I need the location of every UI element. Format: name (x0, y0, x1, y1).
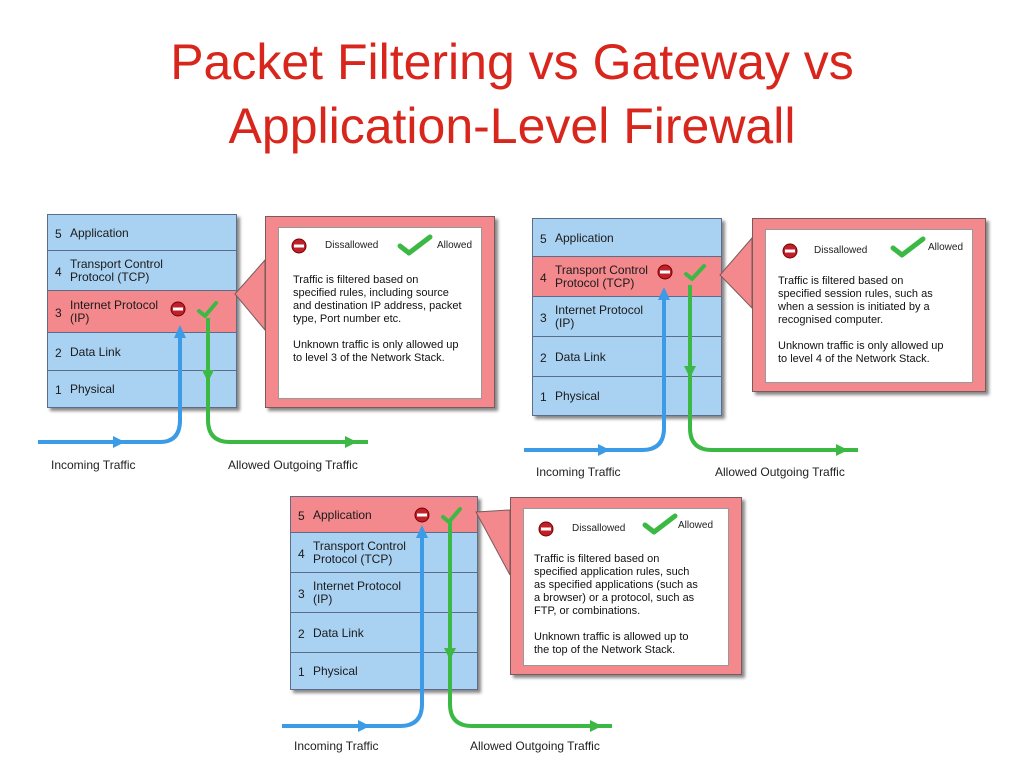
layer-number: 4 (298, 547, 305, 561)
slide-title: Packet Filtering vs Gateway vs Applicati… (0, 30, 1024, 158)
outgoing-caption: Allowed Outgoing Traffic (228, 458, 358, 472)
no-entry-icon (782, 243, 798, 259)
layer-ip: 3 Internet Protocol(IP) (48, 291, 236, 333)
incoming-arrow (38, 330, 182, 444)
incoming-arrow (282, 530, 424, 728)
checkmark-icon (684, 264, 706, 281)
legend-disallowed: Dissallowed (325, 240, 379, 251)
outgoing-arrow (206, 318, 368, 444)
layer-number: 5 (298, 509, 305, 523)
callout-pointer (234, 258, 266, 332)
info-callout: Dissallowed Allowed Traffic is filtered … (510, 497, 742, 675)
layer-number: 2 (540, 351, 547, 365)
layer-number: 2 (298, 627, 305, 641)
layer-label: Internet Protocol(IP) (70, 298, 159, 325)
layer-label: Internet Protocol(IP) (313, 579, 402, 606)
legend-allowed: Allowed (437, 240, 473, 251)
checkmark-icon (441, 507, 462, 524)
outgoing-caption: Allowed Outgoing Traffic (715, 465, 845, 479)
layer-label: Application (313, 508, 372, 522)
title-line-2: Application-Level Firewall (228, 98, 796, 154)
no-entry-icon (170, 301, 186, 317)
callout-pointer (719, 236, 753, 310)
checkmark-icon (890, 236, 926, 258)
no-entry-icon (538, 521, 554, 537)
layer-label: Internet Protocol(IP) (555, 303, 644, 330)
layer-number: 1 (55, 383, 62, 397)
no-entry-icon (291, 238, 307, 254)
title-line-1: Packet Filtering vs Gateway vs (170, 34, 854, 90)
layer-label: Data Link (313, 626, 364, 640)
info-callout: Dissallowed Allowed Traffic is filtered … (265, 216, 495, 408)
layer-application: 5 Application (48, 215, 236, 251)
layer-physical: 1 Physical (291, 653, 477, 689)
info-callout: Dissallowed Allowed Traffic is filtered … (752, 218, 986, 392)
checkmark-icon (197, 301, 218, 318)
layer-label: Data Link (555, 350, 606, 364)
layer-number: 5 (540, 232, 547, 246)
incoming-arrow (524, 292, 666, 452)
layer-data-link: 2 Data Link (48, 333, 236, 371)
layer-data-link: 2 Data Link (291, 613, 477, 653)
incoming-caption: Incoming Traffic (294, 739, 379, 753)
layer-label: Physical (555, 389, 600, 403)
layer-number: 3 (540, 311, 547, 325)
layer-number: 2 (55, 346, 62, 360)
checkmark-icon (397, 234, 433, 256)
layer-number: 1 (540, 390, 547, 404)
outgoing-arrow (448, 522, 612, 728)
legend-allowed: Allowed (928, 242, 964, 253)
legend-disallowed: Dissallowed (814, 245, 868, 256)
layer-label: Application (555, 231, 614, 245)
no-entry-icon (414, 507, 430, 523)
layer-physical: 1 Physical (48, 371, 236, 407)
checkmark-icon (642, 513, 678, 535)
layer-application: 5 Application (291, 497, 477, 533)
layer-number: 3 (55, 306, 62, 320)
layer-label: Physical (70, 382, 115, 396)
layer-number: 5 (55, 227, 62, 241)
layer-label: Physical (313, 664, 358, 678)
outgoing-arrow (688, 285, 858, 452)
layer-application: 5 Application (533, 219, 721, 257)
outgoing-caption: Allowed Outgoing Traffic (470, 739, 600, 753)
layer-number: 4 (540, 271, 547, 285)
layer-number: 4 (55, 265, 62, 279)
no-entry-icon (657, 264, 673, 280)
legend-allowed: Allowed (678, 520, 714, 531)
legend-disallowed: Dissallowed (572, 523, 626, 534)
callout-pointer (475, 509, 511, 576)
incoming-caption: Incoming Traffic (536, 465, 621, 479)
layer-label: Application (70, 226, 129, 240)
layer-number: 3 (298, 587, 305, 601)
layer-ip: 3 Internet Protocol(IP) (291, 573, 477, 613)
layer-label: Data Link (70, 345, 121, 359)
layer-number: 1 (298, 665, 305, 679)
incoming-caption: Incoming Traffic (51, 458, 136, 472)
